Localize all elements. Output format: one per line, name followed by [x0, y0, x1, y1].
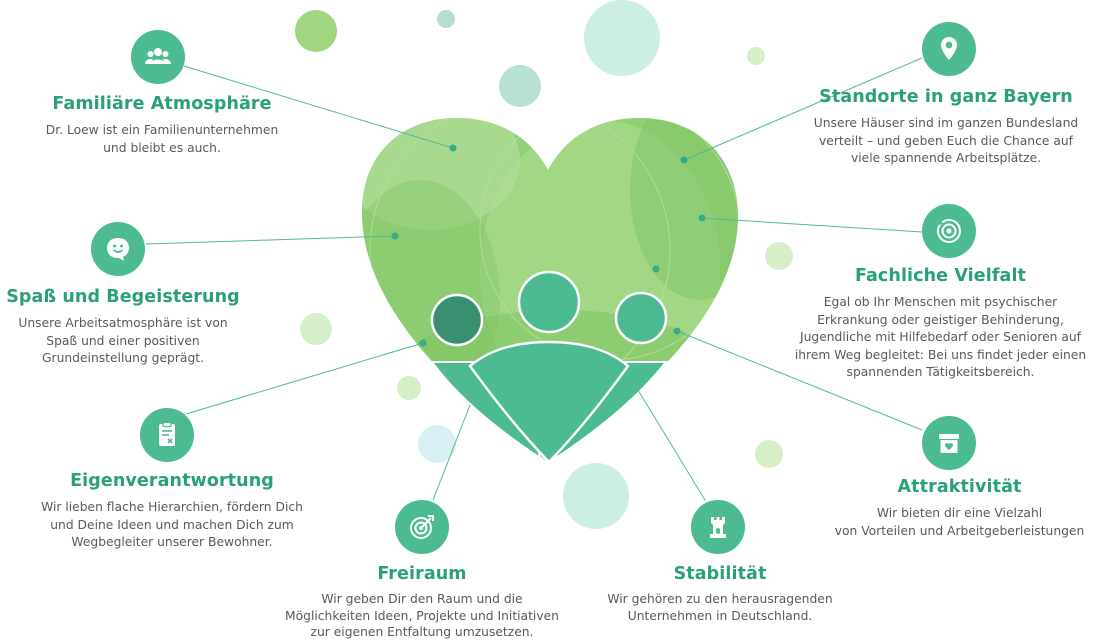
connector-attraktivitaet — [676, 330, 923, 431]
feature-description: Wir bieten dir eine Vielzahl von Vorteil… — [834, 506, 1085, 538]
feature-description: Wir lieben flache Hierarchien, fördern D… — [41, 500, 303, 549]
bubble — [499, 65, 541, 107]
person-head-left — [430, 293, 484, 347]
connector-fachliche — [701, 217, 923, 233]
bubble — [295, 10, 337, 52]
feature-title: Freiraum — [377, 564, 467, 584]
feature-title: Attraktivität — [897, 477, 1022, 497]
feature-eigenverantwortung: Eigenverantwortung Wir lieben flache Hie… — [22, 471, 322, 552]
feature-title: Eigenverantwortung — [70, 471, 274, 491]
bubble — [300, 313, 332, 345]
feature-freiraum: Freiraum Wir geben Dir den Raum und die … — [280, 564, 564, 641]
connector-dot — [680, 156, 688, 164]
feature-familiaere-atmosphaere: Familiäre Atmosphäre Dr. Loew ist ein Fa… — [32, 94, 292, 157]
bubble — [563, 463, 629, 529]
connector-dot — [698, 214, 706, 222]
feature-stabilitaet: Stabilität Wir gehören zu den herausrage… — [588, 564, 852, 624]
feature-spass: Spaß und Begeisterung Unsere Arbeitsatmo… — [0, 287, 246, 368]
person-head-right — [614, 291, 668, 345]
bubble — [747, 47, 765, 65]
background-bubbles — [295, 0, 793, 529]
feature-fachliche-vielfalt: Fachliche Vielfalt Egal ob Ihr Menschen … — [782, 266, 1099, 382]
feature-title: Standorte in ganz Bayern — [819, 87, 1073, 107]
bubble — [418, 425, 456, 463]
feature-description: Wir geben Dir den Raum und die Möglichke… — [285, 592, 559, 639]
gift-box-icon — [922, 416, 976, 470]
connector-standorte — [683, 57, 923, 161]
feature-title: Stabilität — [673, 564, 767, 584]
connector-spass — [145, 235, 396, 245]
connector-freiraum — [432, 404, 471, 501]
connector-lines — [145, 57, 923, 501]
location-pin-icon — [922, 22, 976, 76]
connector-eigenverantwortung — [185, 342, 424, 415]
bubble — [765, 242, 793, 270]
feature-description: Wir gehören zu den herausragenden Untern… — [607, 592, 833, 623]
feature-description: Egal ob Ihr Menschen mit psychischer Erk… — [794, 295, 1087, 379]
connector-dot — [652, 265, 660, 273]
feature-title: Spaß und Begeisterung — [6, 287, 240, 307]
dartboard-icon — [395, 500, 449, 554]
group-icon — [131, 30, 185, 84]
feature-standorte: Standorte in ganz Bayern Unsere Häuser s… — [796, 87, 1096, 168]
bubble — [584, 0, 660, 76]
connector-dot — [449, 144, 457, 152]
feature-description: Unsere Häuser sind im ganzen Bundesland … — [813, 116, 1079, 165]
feature-attraktivitaet: Attraktivität Wir bieten dir eine Vielza… — [820, 477, 1099, 540]
feature-title: Familiäre Atmosphäre — [52, 94, 272, 114]
smiley-chat-icon — [91, 222, 145, 276]
connector-familiaere — [183, 65, 454, 149]
feature-description: Unsere Arbeitsatmosphäre ist von Spaß un… — [18, 316, 228, 365]
heart — [362, 118, 738, 464]
bubble — [437, 10, 455, 28]
feature-description: Dr. Loew ist ein Familienunternehmen und… — [45, 123, 279, 155]
target-rings-icon — [922, 204, 976, 258]
clipboard-icon — [140, 408, 194, 462]
connector-stabilitaet — [637, 389, 706, 501]
connector-dot — [419, 339, 427, 347]
feature-title: Fachliche Vielfalt — [854, 266, 1027, 286]
connector-dot — [391, 232, 399, 240]
connector-dot — [673, 327, 681, 335]
castle-tower-icon — [691, 500, 745, 554]
bubble — [397, 376, 421, 400]
bubble — [755, 440, 783, 468]
person-head-center — [517, 270, 581, 334]
